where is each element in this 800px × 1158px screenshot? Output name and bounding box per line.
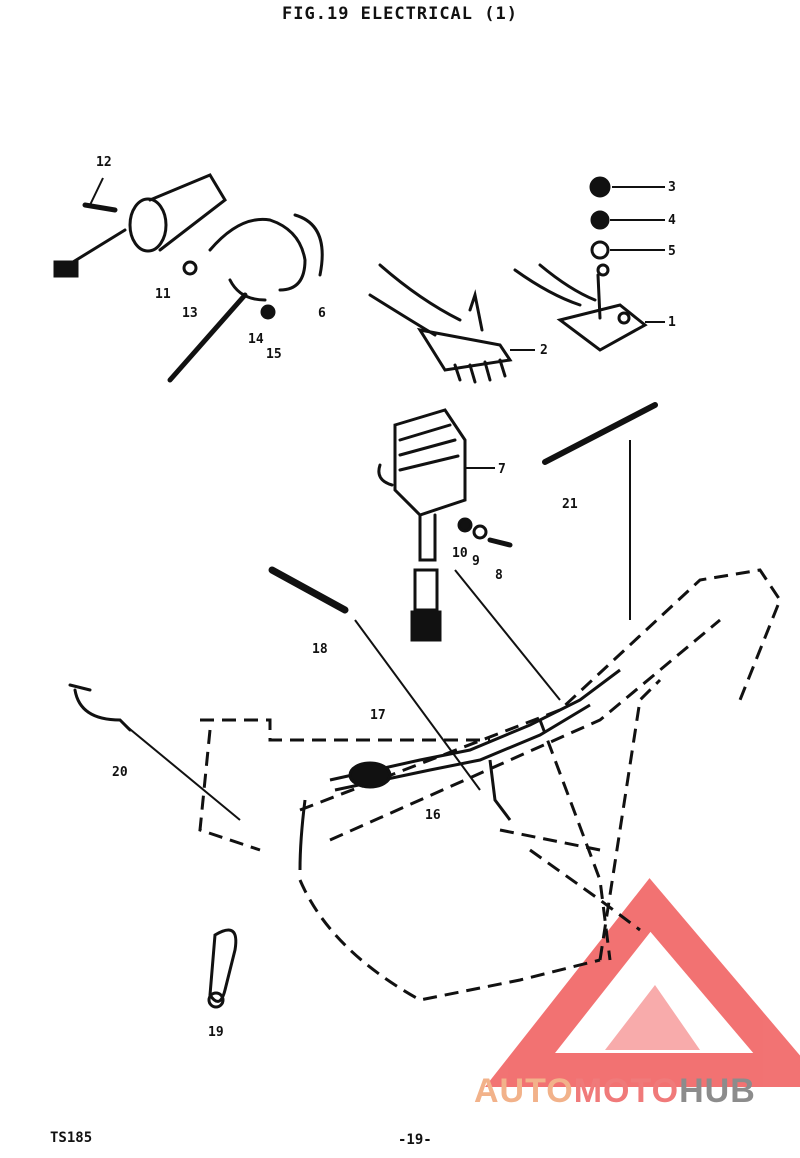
callout-12: 12: [96, 155, 112, 170]
callout-15: 15: [266, 347, 282, 362]
callout-17: 17: [370, 708, 386, 723]
regulator: [377, 408, 467, 642]
callout-14: 14: [248, 332, 264, 347]
watermark-logo: [484, 878, 800, 1087]
nuts: [589, 176, 611, 260]
callout-18: 18: [312, 642, 328, 657]
callout-1: 1: [668, 315, 676, 330]
callout-19: 19: [208, 1025, 224, 1040]
callout-6: 6: [318, 306, 326, 321]
wiring-harness: [298, 668, 621, 871]
leader-lines: [89, 177, 665, 821]
callout-8: 8: [495, 568, 503, 583]
callout-3: 3: [668, 180, 676, 195]
callout-16: 16: [425, 808, 441, 823]
callout-20: 20: [112, 765, 128, 780]
callout-9: 9: [472, 554, 480, 569]
callout-13: 13: [182, 306, 198, 321]
model-label: TS185: [50, 1130, 93, 1146]
brand-part-moto: MOTO: [573, 1072, 680, 1110]
coil-cover: [167, 213, 324, 383]
motorcycle-frame: [198, 568, 782, 1002]
callout-11: 11: [155, 287, 171, 302]
brand-part-auto: AUTO: [474, 1072, 574, 1110]
ignition-coil: [53, 173, 227, 278]
callout-2: 2: [540, 343, 548, 358]
callout-5: 5: [668, 244, 676, 259]
callout-10: 10: [452, 546, 468, 561]
page-number: -19-: [398, 1132, 432, 1148]
watermark-brand: AUTOMOTOHUB: [474, 1072, 756, 1111]
callout-7: 7: [498, 462, 506, 477]
callout-21: 21: [562, 497, 578, 512]
callout-4: 4: [668, 213, 676, 228]
figure-title: FIG.19 ELECTRICAL (1): [282, 4, 518, 24]
brand-part-hub: HUB: [679, 1072, 756, 1110]
rectifier: [368, 263, 513, 384]
terminal-plate: [513, 263, 648, 352]
